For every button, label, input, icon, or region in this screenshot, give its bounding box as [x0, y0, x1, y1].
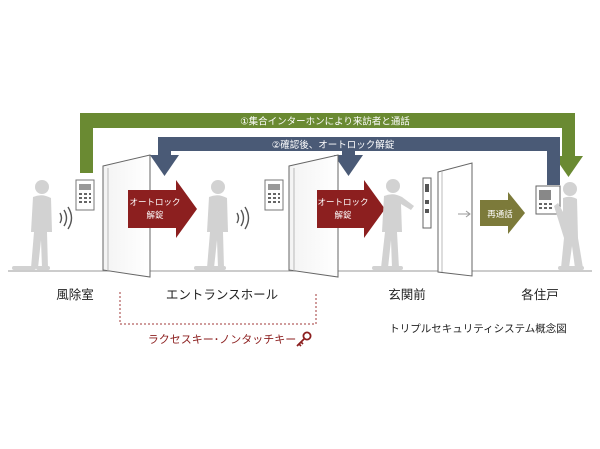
intercom-panel-icon: [264, 179, 284, 211]
autolock-arrow-1-line1: オートロック: [129, 198, 180, 208]
auto-door-2: [288, 154, 339, 278]
visitor-figure-2: [194, 180, 228, 270]
area-label-windbreak: 風除室: [56, 287, 94, 302]
recall-label: 再通話: [487, 209, 513, 220]
autolock-arrow-1-line2: 解錠: [146, 210, 164, 221]
area-label-front-door: 玄関前: [388, 287, 426, 302]
slate-arrowhead-middle: [334, 155, 363, 176]
area-label-unit: 各住戸: [521, 287, 559, 302]
recall-arrow: 再通話: [480, 192, 525, 234]
keyless-zone-bracket: [119, 292, 317, 325]
unit-door: [437, 162, 473, 277]
diagram-caption: トリプルセキュリティシステム概念図: [389, 322, 567, 335]
green-flow-band: ①集合インターホンにより来訪者と通話: [80, 113, 583, 177]
door-lock-icon: [422, 177, 432, 229]
hint-arrow-icon: [458, 210, 471, 218]
auto-door-1: [102, 154, 151, 278]
slate-arrowhead-left: [150, 155, 179, 176]
autolock-arrow-1: オートロック 解錠: [128, 180, 197, 238]
slate-flow-label: ②確認後、オートロック解錠: [272, 139, 395, 151]
visitor-figure-1: [12, 180, 52, 270]
unit-resident-figure: [554, 182, 584, 270]
green-arrowhead: [554, 156, 583, 177]
resident-figure: [372, 179, 414, 270]
autolock-arrow-2-line2: 解錠: [334, 210, 352, 221]
keyless-label: ラクセスキー･ノンタッチキー: [148, 333, 297, 346]
signal-icon: [236, 206, 250, 230]
signal-icon: [59, 206, 73, 230]
intercom-panel-icon: [75, 179, 95, 211]
slate-flow-band: ②確認後、オートロック解錠: [150, 137, 560, 185]
key-icon: [296, 331, 312, 347]
area-label-entrance-hall: エントランスホール: [166, 287, 278, 302]
autolock-arrow-2: オートロック 解錠: [317, 180, 385, 238]
green-flow-label: ①集合インターホンにより来訪者と通話: [240, 116, 410, 128]
autolock-arrow-2-line1: オートロック: [317, 198, 368, 208]
